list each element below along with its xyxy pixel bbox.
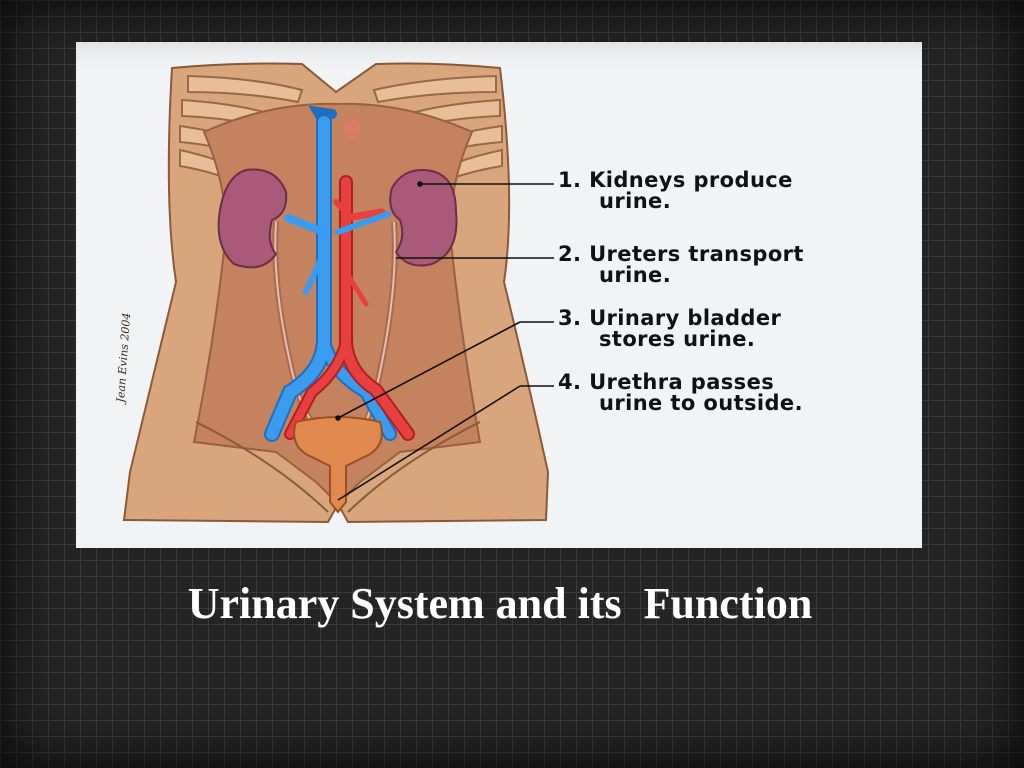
callout-lines (335, 181, 554, 501)
label-urethra: 4. Urethra passes urine to outside. (558, 372, 803, 414)
label-ureters: 2. Ureters transport urine. (558, 244, 804, 286)
label-line: 3. Urinary bladder (558, 306, 782, 330)
urinary-diagram: Jean Evins 2004 1. Kidneys produce urine… (76, 42, 922, 548)
pelvis-line (195, 421, 329, 513)
label-kidneys: 1. Kidneys produce urine. (558, 170, 793, 212)
adrenal-spot (344, 118, 360, 138)
label-bladder: 3. Urinary bladder stores urine. (558, 308, 781, 350)
label-line: urine. (599, 263, 672, 287)
label-line: urine to outside. (599, 391, 803, 415)
kidney-right (389, 168, 458, 267)
label-line: stores urine. (599, 327, 756, 351)
label-line: 1. Kidneys produce (558, 168, 793, 192)
label-line: urine. (599, 189, 672, 213)
pelvis-line (347, 421, 481, 513)
rib (187, 74, 304, 104)
torso-illustration (122, 62, 554, 524)
slide-title: Urinary System and its Function (187, 579, 813, 628)
kidney-left (217, 168, 288, 269)
label-line: 2. Ureters transport (558, 242, 804, 266)
label-line: 4. Urethra passes (558, 370, 775, 394)
rib (372, 74, 497, 104)
